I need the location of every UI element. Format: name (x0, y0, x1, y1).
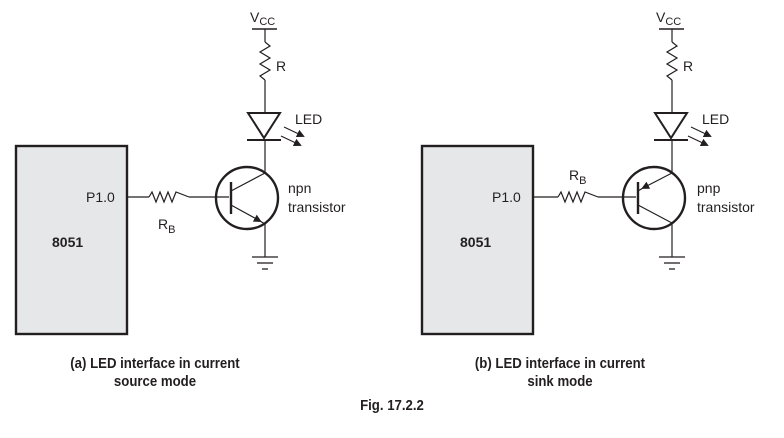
led-label-a: LED (295, 111, 322, 127)
base-resistor-label-b: RB (569, 167, 586, 187)
emitter-tail-a (259, 220, 266, 225)
caption-panel-a: (a) LED interface in current source mode (36, 355, 274, 391)
port-label-b: P1.0 (492, 189, 521, 205)
port-label-a: P1.0 (86, 189, 115, 205)
load-resistor-a (258, 41, 272, 81)
vcc-label-b: VCC (656, 9, 681, 28)
led-label-b: LED (702, 111, 729, 127)
transistor-collector-a (230, 172, 266, 192)
figure-label: Fig. 17.2.2 (360, 397, 424, 414)
chip-label-b: 8051 (460, 234, 491, 250)
transistor-emitter-a (230, 204, 262, 222)
chip-8051-a (14, 144, 129, 336)
caption-a-line1: (a) LED interface in current (70, 355, 240, 372)
transistor-collector-b (637, 204, 673, 224)
caption-panel-b: (b) LED interface in current sink mode (441, 355, 679, 391)
panel-a-circuit: 8051 P1.0 RB VCC R LED npn (14, 9, 346, 336)
led-light-arrow-1-b (690, 126, 712, 138)
base-resistor-a (148, 190, 190, 204)
led-b (653, 112, 689, 140)
transistor-label-a: npn transistor (288, 180, 346, 215)
base-resistor-label-a: RB (158, 216, 175, 236)
caption-a-line2: source mode (113, 373, 197, 390)
load-resistor-label-a: R (276, 58, 286, 74)
transistor-npn-a (214, 165, 280, 231)
load-resistor-b (665, 41, 679, 81)
chip-8051-b (420, 144, 535, 336)
base-resistor-b (557, 190, 599, 204)
led-a (246, 112, 282, 140)
ground-icon-a (252, 256, 278, 270)
transistor-label-b: pnp transistor (697, 180, 755, 215)
led-light-arrow-1-a (283, 126, 305, 138)
emitter-tail-b (637, 187, 644, 192)
load-resistor-label-b: R (683, 58, 693, 74)
chip-label-a: 8051 (52, 234, 83, 250)
vcc-label-a: VCC (250, 9, 275, 28)
panel-b-circuit: 8051 P1.0 RB VCC R LED pnp transistor (420, 9, 755, 336)
led-light-arrow-2-a (280, 135, 302, 147)
ground-icon-b (659, 256, 685, 270)
caption-b-line1: (b) LED interface in current (474, 355, 646, 372)
transistor-emitter-b (641, 172, 673, 189)
caption-b-line2: sink mode (527, 373, 593, 390)
led-light-arrow-2-b (687, 135, 709, 147)
transistor-pnp-b (621, 165, 687, 231)
